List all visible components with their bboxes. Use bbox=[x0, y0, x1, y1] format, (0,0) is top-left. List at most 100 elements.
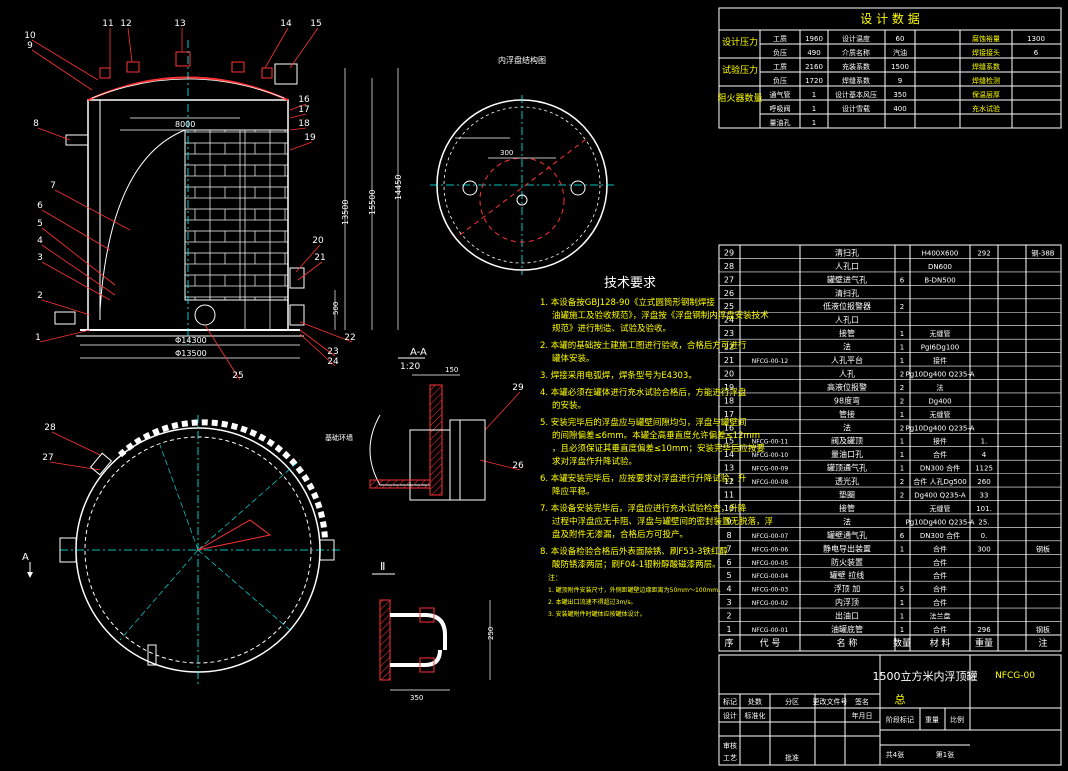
design-table-title: 设 计 数 据 bbox=[860, 11, 919, 26]
design-key-2: 焊缝检测 bbox=[972, 76, 1000, 85]
tb-sheet-no: 第1张 bbox=[936, 750, 954, 759]
callout-leader bbox=[289, 103, 307, 111]
part-material: 合件 人孔Dg500 bbox=[913, 477, 966, 486]
part-note: 钢板 bbox=[1036, 625, 1050, 634]
design-sub-label: 工质 bbox=[773, 34, 787, 43]
part-number: 3 bbox=[726, 598, 731, 607]
dim-roof-width: 8000 bbox=[175, 120, 195, 129]
part-name: 出油口 bbox=[835, 611, 859, 621]
design-key-2: 保温层厚 bbox=[972, 90, 1000, 99]
part-material: 合件 bbox=[933, 571, 947, 580]
part-name: 浮顶 加 bbox=[834, 584, 861, 594]
part-qty: 1 bbox=[900, 411, 904, 419]
parts-header-mat: 材 料 bbox=[930, 637, 951, 649]
callout-leader bbox=[31, 39, 99, 81]
section-aa-view: A-A 1:20 150 基础环墙 bbox=[325, 347, 486, 501]
part-weight: 292 bbox=[977, 249, 990, 257]
part-balloon: 27 bbox=[42, 453, 53, 463]
part-balloon: 11 bbox=[102, 19, 113, 29]
part-number: 15 bbox=[724, 437, 734, 446]
part-code: NFCG-00-04 bbox=[752, 573, 789, 580]
tech-requirements: 1. 本设备按GBJ128-90《立式圆筒形钢制焊接油罐施工及验收规范》，浮盘按… bbox=[540, 297, 773, 618]
tb-std: 标准化 bbox=[745, 711, 766, 720]
section-ii-dim-350: 350 bbox=[410, 694, 423, 702]
part-qty: 1 bbox=[900, 465, 904, 473]
part-material: 无缝管 bbox=[930, 504, 951, 513]
part-balloon: 9 bbox=[27, 41, 33, 51]
part-qty: 1 bbox=[900, 451, 904, 459]
part-note: 钢-38B bbox=[1031, 248, 1054, 257]
part-weight: 101. bbox=[976, 505, 992, 513]
design-sub-label: 通气管 bbox=[770, 90, 791, 99]
part-material: 合件 bbox=[933, 544, 947, 553]
callout-leader bbox=[49, 461, 101, 471]
tb-design: 设计 bbox=[723, 711, 737, 720]
drawing-number: NFCG-00 bbox=[995, 671, 1035, 681]
part-number: 25 bbox=[724, 302, 734, 311]
part-note: 钢板 bbox=[1036, 544, 1050, 553]
part-name: 清扫孔 bbox=[835, 288, 859, 298]
part-weight: 4 bbox=[982, 451, 987, 459]
part-name: 静电导出装置 bbox=[823, 543, 871, 553]
part-material: 法 bbox=[937, 383, 944, 392]
part-number: 10 bbox=[724, 504, 734, 513]
part-material: 无缝管 bbox=[930, 329, 951, 338]
part-number: 22 bbox=[724, 343, 734, 352]
part-balloon: 15 bbox=[310, 19, 321, 29]
tb-stage: 阶段标记 bbox=[886, 715, 914, 724]
part-qty: 2 bbox=[900, 370, 904, 378]
design-value-2: 汽油 bbox=[893, 48, 907, 57]
tb-sheet-count: 共4张 bbox=[886, 750, 904, 759]
tech-requirement-item: 7. 本设备安装完毕后，浮盘应进行充水试验检查，升降过程中浮盘应无卡阻、浮盘与罐… bbox=[540, 503, 773, 540]
part-qty: 2 bbox=[900, 424, 904, 432]
design-sub-label: 负压 bbox=[773, 76, 787, 85]
design-key-1: 焊缝系数 bbox=[842, 76, 870, 85]
part-qty: 2 bbox=[900, 384, 904, 392]
part-code: NFCG-00-08 bbox=[752, 479, 789, 486]
section-ii-title: Ⅱ bbox=[380, 560, 385, 573]
tech-requirement-item: 2. 本罐的基础按土建施工图进行验收，合格后方可进行罐体安装。 bbox=[540, 340, 747, 364]
part-material: DN600 bbox=[928, 263, 952, 271]
part-number: 14 bbox=[724, 450, 734, 459]
callout-leader bbox=[41, 299, 91, 316]
tb-review: 审核 bbox=[723, 741, 737, 750]
parts-list-grid bbox=[718, 244, 1062, 652]
dim-shell-height: 15500 bbox=[368, 190, 377, 215]
part-name: 人孔口 bbox=[835, 262, 859, 271]
tb-label-date: 年月日 bbox=[852, 711, 873, 720]
callout-leader bbox=[39, 329, 91, 343]
dim-overall-height: 14450 bbox=[394, 175, 403, 200]
part-name: 法 bbox=[843, 516, 851, 526]
design-key-2: 焊缝系数 bbox=[972, 62, 1000, 71]
part-qty: 2 bbox=[900, 478, 904, 486]
tech-heading: 技术要求 bbox=[604, 276, 656, 291]
design-value-1: 1 bbox=[812, 119, 816, 127]
parts-header-note: 注 bbox=[1038, 637, 1047, 649]
part-number: 4 bbox=[726, 585, 731, 594]
part-material: Dg400 bbox=[928, 397, 951, 405]
part-balloon: 28 bbox=[44, 423, 56, 433]
design-key-2: 腐蚀裕量 bbox=[972, 34, 1000, 43]
callout-leader bbox=[31, 49, 93, 91]
design-value-1: 2160 bbox=[805, 63, 823, 71]
part-name: 内浮顶 bbox=[835, 597, 859, 607]
design-value-2: 1500 bbox=[891, 63, 909, 71]
part-balloon: 23 bbox=[327, 347, 338, 357]
title-block-grid bbox=[718, 654, 1062, 766]
part-balloon: 24 bbox=[327, 357, 339, 367]
design-key-2: 焊接接头 bbox=[972, 48, 1000, 57]
part-number: 1 bbox=[726, 625, 731, 634]
part-name: 人孔 bbox=[839, 369, 855, 378]
callout-leader bbox=[299, 321, 353, 343]
part-number: 7 bbox=[726, 544, 731, 553]
design-key-2: 充水试验 bbox=[972, 104, 1000, 113]
part-number: 19 bbox=[724, 383, 734, 392]
part-number: 24 bbox=[724, 316, 734, 325]
callout-leader bbox=[484, 391, 521, 431]
design-value-2: 400 bbox=[893, 105, 906, 113]
part-balloon: 29 bbox=[512, 383, 524, 393]
part-number: 6 bbox=[726, 558, 731, 567]
callout-leader bbox=[297, 261, 323, 281]
part-material: DN300 合件 bbox=[920, 531, 960, 540]
